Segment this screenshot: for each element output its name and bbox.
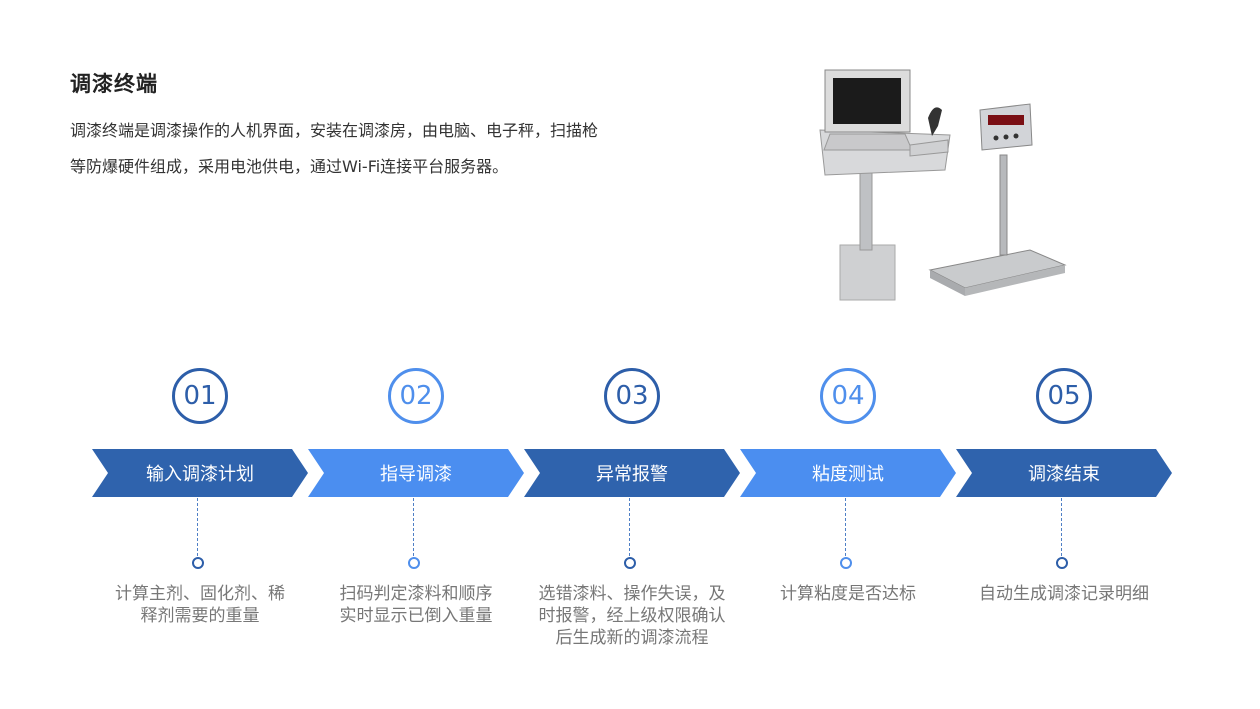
connector-dot <box>408 557 420 569</box>
step-description-line: 释剂需要的重量 <box>140 606 260 626</box>
step-01: 01 输入调漆计划计算主剂、固化剂、稀释剂需要的重量 <box>92 0 308 709</box>
connector-line <box>845 498 846 556</box>
terminal-and-scale-illustration <box>819 69 1067 301</box>
step-description: 扫码判定漆料和顺序实时显示已倒入重量 <box>308 583 524 627</box>
connector-line <box>413 498 414 556</box>
step-arrow-label: 异常报警 <box>524 449 740 497</box>
step-description: 自动生成调漆记录明细 <box>956 583 1172 605</box>
step-number-badge: 01 <box>172 368 228 424</box>
step-arrow-label: 指导调漆 <box>308 449 524 497</box>
connector-line <box>197 498 198 556</box>
connector-dot <box>192 557 204 569</box>
description: 调漆终端是调漆操作的人机界面，安装在调漆房，由电脑、电子秤，扫描枪 等防爆硬件组… <box>70 113 690 185</box>
description-line-2: 等防爆硬件组成，采用电池供电，通过Wi-Fi连接平台服务器。 <box>70 157 509 176</box>
connector-line <box>1061 498 1062 556</box>
step-description-line: 后生成新的调漆流程 <box>555 628 709 648</box>
step-description: 计算主剂、固化剂、稀释剂需要的重量 <box>92 583 308 627</box>
step-arrow-label: 粘度测试 <box>740 449 956 497</box>
step-description-line: 计算粘度是否达标 <box>780 584 916 604</box>
step-number-badge: 03 <box>604 368 660 424</box>
step-number-badge: 05 <box>1036 368 1092 424</box>
connector-line <box>629 498 630 556</box>
step-arrow-label: 输入调漆计划 <box>92 449 308 497</box>
step-description-line: 实时显示已倒入重量 <box>339 606 493 626</box>
step-02: 02 指导调漆扫码判定漆料和顺序实时显示已倒入重量 <box>308 0 524 709</box>
step-number-badge: 02 <box>388 368 444 424</box>
platform-scale-image <box>928 103 1067 296</box>
laptop-stand-image <box>819 69 951 301</box>
step-arrow-label: 调漆结束 <box>956 449 1172 497</box>
connector-dot <box>840 557 852 569</box>
step-description-line: 时报警，经上级权限确认 <box>538 606 726 626</box>
connector-dot <box>1056 557 1068 569</box>
step-05: 05 调漆结束自动生成调漆记录明细 <box>956 0 1172 709</box>
step-number-badge: 04 <box>820 368 876 424</box>
step-description-line: 自动生成调漆记录明细 <box>979 584 1149 604</box>
step-description-line: 扫码判定漆料和顺序 <box>339 584 493 604</box>
step-description-line: 计算主剂、固化剂、稀 <box>115 584 285 604</box>
step-description: 计算粘度是否达标 <box>740 583 956 605</box>
connector-dot <box>624 557 636 569</box>
section-title: 调漆终端 <box>70 72 158 96</box>
step-description-line: 选错漆料、操作失误，及 <box>538 584 726 604</box>
description-line-1: 调漆终端是调漆操作的人机界面，安装在调漆房，由电脑、电子秤，扫描枪 <box>70 121 599 140</box>
step-04: 04 粘度测试计算粘度是否达标 <box>740 0 956 709</box>
step-03: 03 异常报警选错漆料、操作失误，及时报警，经上级权限确认后生成新的调漆流程 <box>524 0 740 709</box>
step-description: 选错漆料、操作失误，及时报警，经上级权限确认后生成新的调漆流程 <box>524 583 740 649</box>
